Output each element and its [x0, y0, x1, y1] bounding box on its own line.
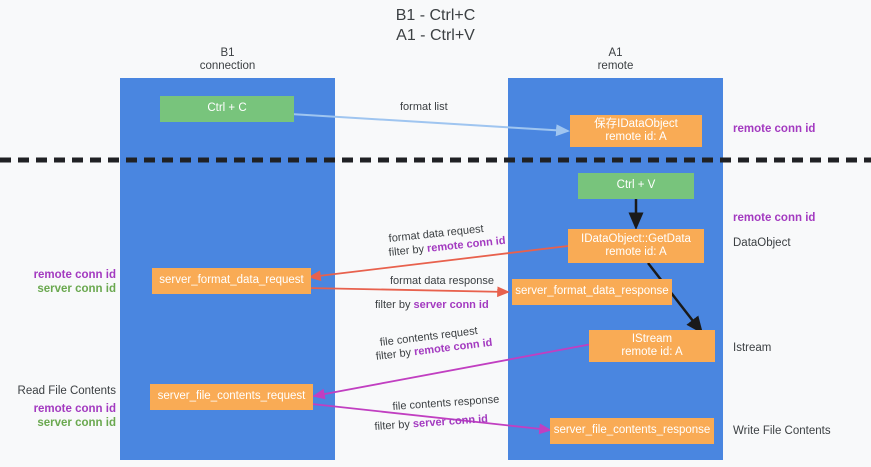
label-filter-prefix-4: filter by: [374, 418, 414, 433]
node-ctrl-v-label: Ctrl + V: [616, 179, 656, 192]
node-server-format-data-response-label: server_format_data_response: [515, 285, 669, 298]
node-server-file-contents-request[interactable]: server_file_contents_request: [150, 384, 313, 410]
left-label-server-conn-id: server conn id: [37, 283, 116, 295]
label-format-data-response: format data response: [390, 275, 494, 287]
arrow-format-data-response: [307, 286, 510, 298]
label-format-list: format list: [400, 101, 448, 113]
column-header-b1-name: B1: [220, 47, 235, 59]
right-label-write-file-contents: Write File Contents: [733, 425, 831, 437]
arrow-file-contents-response: [311, 403, 552, 435]
node-ctrl-c-label: Ctrl + C: [207, 102, 247, 115]
node-server-format-data-request[interactable]: server_format_data_request: [152, 268, 311, 294]
node-server-format-data-request-label: server_format_data_request: [159, 274, 304, 287]
right-label-remote-conn-id-mid: remote conn id: [733, 212, 816, 224]
column-header-a1-role: remote: [597, 60, 634, 72]
title-line-1: B1 - Ctrl+C: [395, 7, 476, 24]
node-istream[interactable]: IStream remote id: A: [589, 330, 715, 362]
node-server-file-contents-response[interactable]: server_file_contents_response: [550, 418, 714, 444]
node-idataobject-getdata[interactable]: IDataObject::GetData remote id: A: [568, 229, 704, 263]
node-istream-line1: IStream: [631, 332, 673, 345]
title-line-2: A1 - Ctrl+V: [396, 27, 475, 44]
left-label-read-remote-conn-id: remote conn id: [33, 403, 116, 415]
column-header-a1-name: A1: [608, 47, 623, 59]
label-filter-prefix-2: filter by: [375, 299, 414, 311]
node-server-format-data-response[interactable]: server_format_data_response: [512, 279, 672, 305]
node-getdata-line1: IDataObject::GetData: [581, 232, 691, 245]
node-ctrl-v[interactable]: Ctrl + V: [578, 173, 694, 199]
node-getdata-line2: remote id: A: [605, 246, 667, 258]
label-filter-key-server-conn-id-1: server conn id: [413, 299, 489, 311]
column-header-a1: A1 remote: [508, 47, 723, 73]
column-header-b1-role: connection: [199, 60, 256, 72]
arrow-file-contents-request: [312, 343, 593, 400]
column-header-b1: B1 connection: [120, 47, 335, 73]
left-label-read-conn-ids: remote conn id server conn id: [20, 402, 116, 430]
left-label-conn-ids: remote conn id server conn id: [20, 268, 116, 296]
label-filter-prefix-1: filter by: [388, 242, 428, 259]
node-server-file-contents-request-label: server_file_contents_request: [157, 390, 306, 403]
arrow-format-list: [273, 112, 570, 137]
node-idataobject-line1: 保存IDataObject: [594, 117, 678, 130]
left-label-remote-conn-id: remote conn id: [33, 269, 116, 281]
node-istream-line2: remote id: A: [621, 346, 683, 358]
node-ctrl-c[interactable]: Ctrl + C: [160, 96, 294, 122]
left-label-read-file-contents: Read File Contents: [17, 385, 116, 397]
label-format-data-response-filter: filter by server conn id: [375, 298, 489, 312]
node-idataobject[interactable]: 保存IDataObject remote id: A: [570, 115, 702, 147]
node-server-file-contents-response-label: server_file_contents_response: [553, 424, 711, 437]
arrow-format-data-request: [308, 245, 569, 282]
arrow-getdata-to-istream: [647, 262, 704, 334]
right-label-remote-conn-id-top: remote conn id: [733, 123, 816, 135]
right-label-dataobject: DataObject: [733, 237, 791, 249]
diagram-title: B1 - Ctrl+C A1 - Ctrl+V: [0, 6, 871, 46]
node-idataobject-line2: remote id: A: [605, 131, 667, 143]
right-label-istream: Istream: [733, 342, 772, 354]
left-label-read-server-conn-id: server conn id: [37, 417, 116, 429]
